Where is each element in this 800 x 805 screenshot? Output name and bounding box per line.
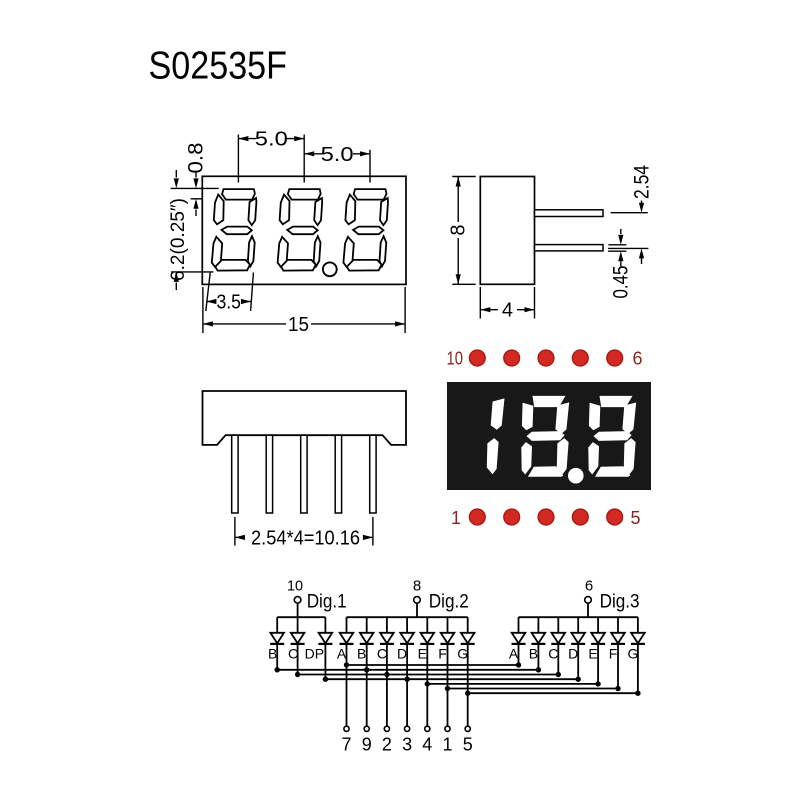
- svg-text:5.0: 5.0: [321, 144, 354, 166]
- svg-text:DP: DP: [305, 646, 324, 662]
- svg-text:4: 4: [422, 735, 432, 755]
- svg-text:2.54*4=10.16: 2.54*4=10.16: [251, 526, 360, 549]
- svg-text:E: E: [418, 646, 427, 662]
- svg-text:0.8: 0.8: [185, 143, 208, 174]
- svg-text:3: 3: [402, 735, 412, 755]
- svg-text:G: G: [627, 646, 638, 662]
- svg-text:7: 7: [341, 735, 351, 755]
- svg-text:0.45: 0.45: [609, 265, 633, 298]
- svg-text:S02535F: S02535F: [149, 45, 288, 88]
- svg-text:3.5: 3.5: [216, 292, 241, 314]
- svg-text:G: G: [457, 646, 468, 662]
- svg-text:E: E: [588, 646, 597, 662]
- svg-text:2.54: 2.54: [630, 165, 654, 199]
- svg-text:C: C: [288, 646, 298, 662]
- svg-text:F: F: [609, 646, 618, 662]
- svg-text:1: 1: [451, 508, 461, 528]
- svg-text:1: 1: [442, 735, 452, 755]
- svg-text:5: 5: [463, 735, 473, 755]
- svg-text:2: 2: [382, 735, 392, 755]
- svg-text:10: 10: [287, 578, 303, 595]
- svg-text:6: 6: [633, 349, 643, 369]
- svg-text:D: D: [568, 646, 578, 662]
- svg-text:A: A: [337, 646, 347, 662]
- svg-text:B: B: [268, 646, 277, 662]
- svg-text:F: F: [438, 646, 447, 662]
- svg-text:8: 8: [413, 578, 421, 595]
- svg-text:B: B: [529, 646, 538, 662]
- svg-text:A: A: [509, 646, 519, 662]
- svg-text:15: 15: [288, 314, 309, 336]
- svg-text:6: 6: [585, 578, 593, 595]
- svg-text:9: 9: [362, 735, 372, 755]
- svg-text:6.2(0.25″): 6.2(0.25″): [167, 198, 189, 281]
- svg-text:5: 5: [631, 508, 641, 528]
- svg-text:B: B: [357, 646, 366, 662]
- svg-text:4: 4: [502, 300, 513, 322]
- svg-text:Dig.3: Dig.3: [600, 591, 640, 612]
- svg-text:8: 8: [448, 224, 470, 235]
- svg-text:Dig.1: Dig.1: [307, 591, 347, 612]
- svg-text:10: 10: [447, 349, 464, 369]
- svg-text:C: C: [548, 646, 558, 662]
- svg-text:D: D: [397, 646, 407, 662]
- svg-text:C: C: [377, 646, 387, 662]
- svg-text:5.0: 5.0: [255, 129, 288, 151]
- svg-text:Dig.2: Dig.2: [429, 591, 469, 612]
